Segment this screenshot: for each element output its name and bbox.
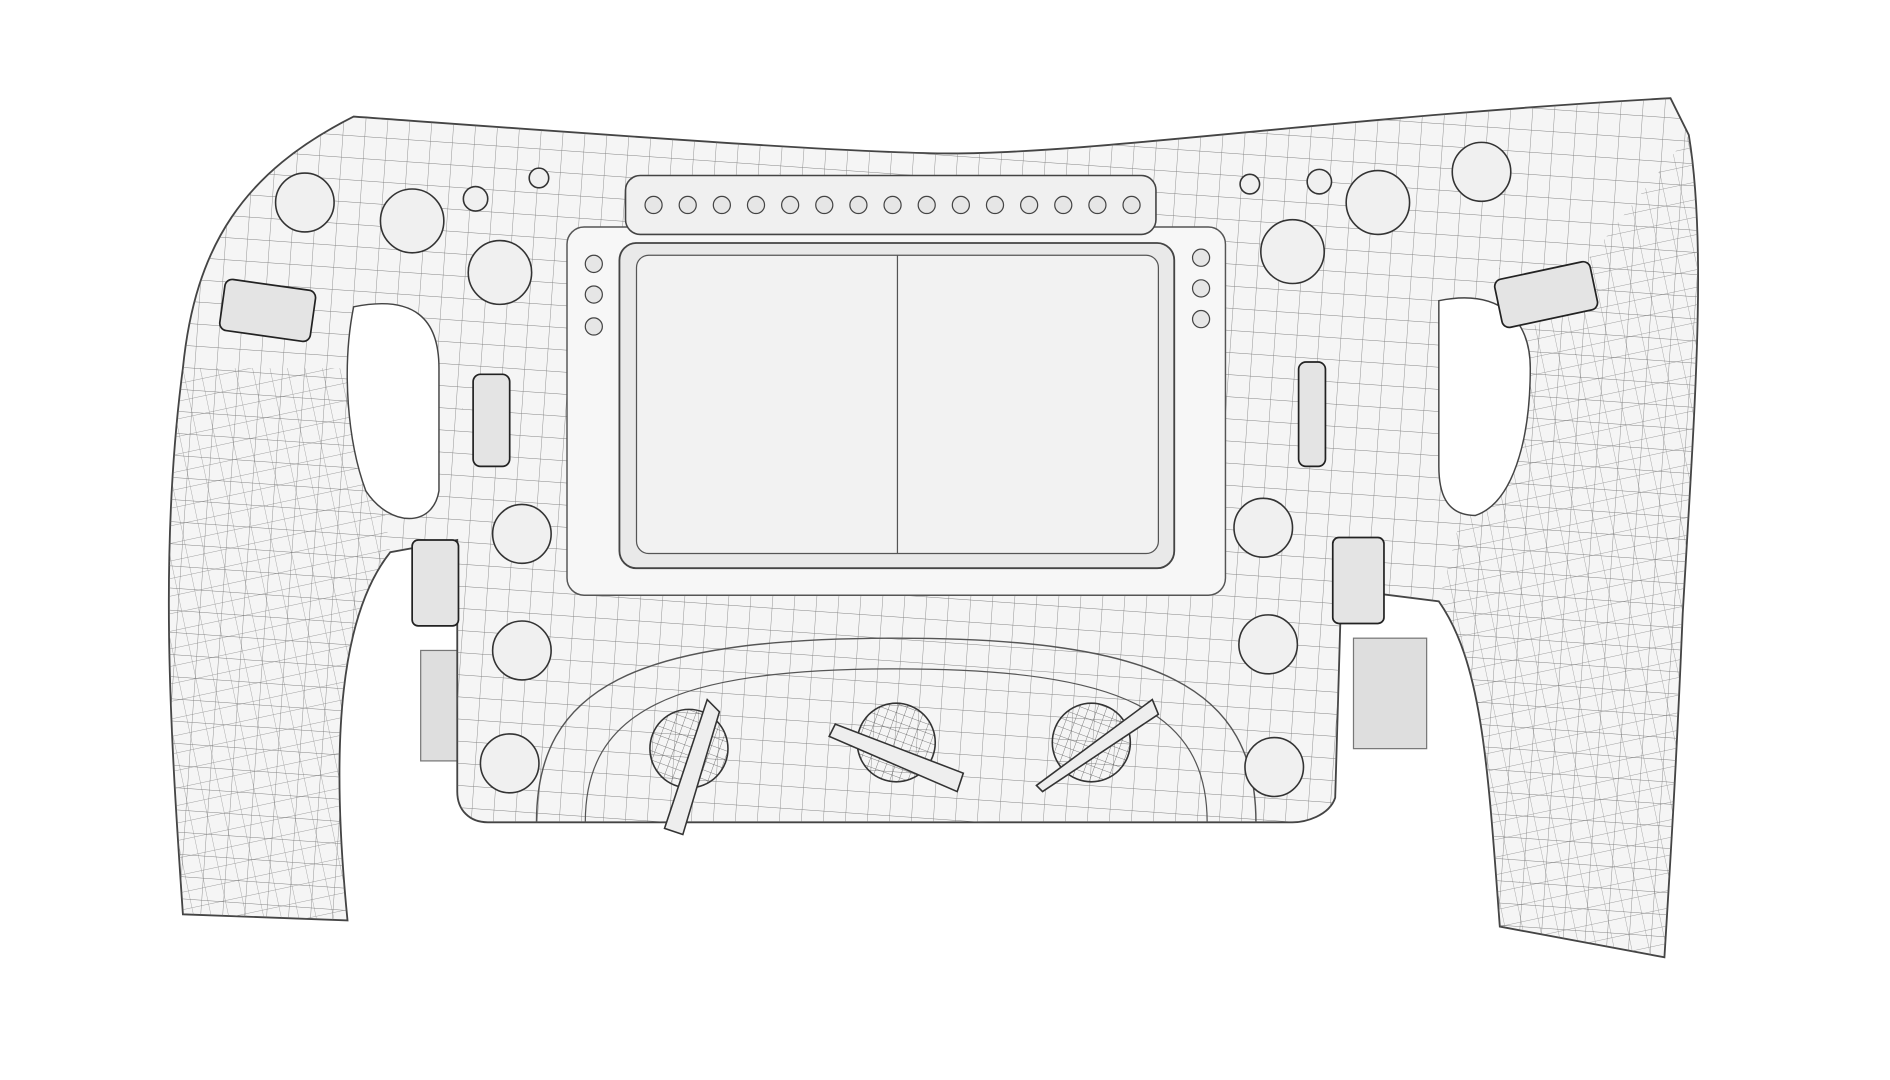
side-light [1191, 279, 1211, 298]
thumbwheel-upper-right[interactable] [1493, 260, 1599, 329]
button[interactable] [479, 733, 540, 794]
shift-light [746, 195, 766, 215]
small-button[interactable] [528, 167, 550, 189]
shift-light [985, 195, 1005, 215]
shift-light [849, 195, 868, 215]
thumb-wheels [218, 260, 1599, 627]
thumbwheel-upper-left[interactable] [218, 278, 317, 343]
button[interactable] [1233, 497, 1294, 558]
rotary-knobs [649, 698, 1160, 836]
side-light [584, 254, 603, 274]
thumbwheel-lower-left[interactable] [411, 539, 460, 627]
rotary-knob-left-pointer [663, 698, 721, 836]
lower-arch [535, 637, 1257, 823]
shift-light [712, 195, 732, 215]
shift-light [678, 195, 697, 215]
small-button[interactable] [1306, 168, 1333, 195]
small-button[interactable] [462, 185, 489, 212]
thumbwheel-lower-right[interactable] [1331, 536, 1385, 625]
small-button[interactable] [1239, 173, 1261, 195]
shift-lights [584, 195, 1211, 336]
left-hand-hole [346, 302, 440, 520]
thumbwheel-mid-left[interactable] [472, 373, 511, 468]
side-light [584, 317, 603, 336]
side-light [1191, 248, 1211, 267]
shift-light [1122, 195, 1141, 215]
button[interactable] [1244, 736, 1305, 798]
button[interactable] [467, 239, 533, 306]
shift-light [951, 195, 970, 215]
shift-light [815, 195, 834, 215]
button[interactable] [491, 620, 552, 681]
button[interactable] [1260, 218, 1326, 285]
right-paddle-lower [1352, 637, 1428, 750]
side-light [1191, 309, 1211, 329]
rotary-knob-right-pointer [1035, 698, 1160, 793]
buttons [274, 141, 1512, 798]
left-grip-wireframe [168, 368, 391, 921]
button[interactable] [491, 503, 552, 565]
shift-light [780, 195, 800, 215]
rotary-knob-center-pointer [828, 723, 965, 793]
lower-arch-inner [584, 668, 1208, 823]
button[interactable] [379, 188, 445, 254]
button[interactable] [274, 172, 335, 233]
shift-light [1054, 195, 1073, 215]
shift-light [917, 195, 936, 215]
side-light [584, 285, 603, 304]
right-grip-wireframe [1438, 135, 1699, 958]
thumbwheel-mid-right[interactable] [1297, 361, 1327, 468]
button[interactable] [1238, 614, 1299, 675]
shift-light [883, 195, 902, 215]
shift-light [644, 195, 663, 215]
shift-light [1088, 195, 1107, 215]
shift-light [1019, 195, 1039, 215]
button[interactable] [1345, 169, 1411, 236]
button[interactable] [1451, 141, 1512, 203]
